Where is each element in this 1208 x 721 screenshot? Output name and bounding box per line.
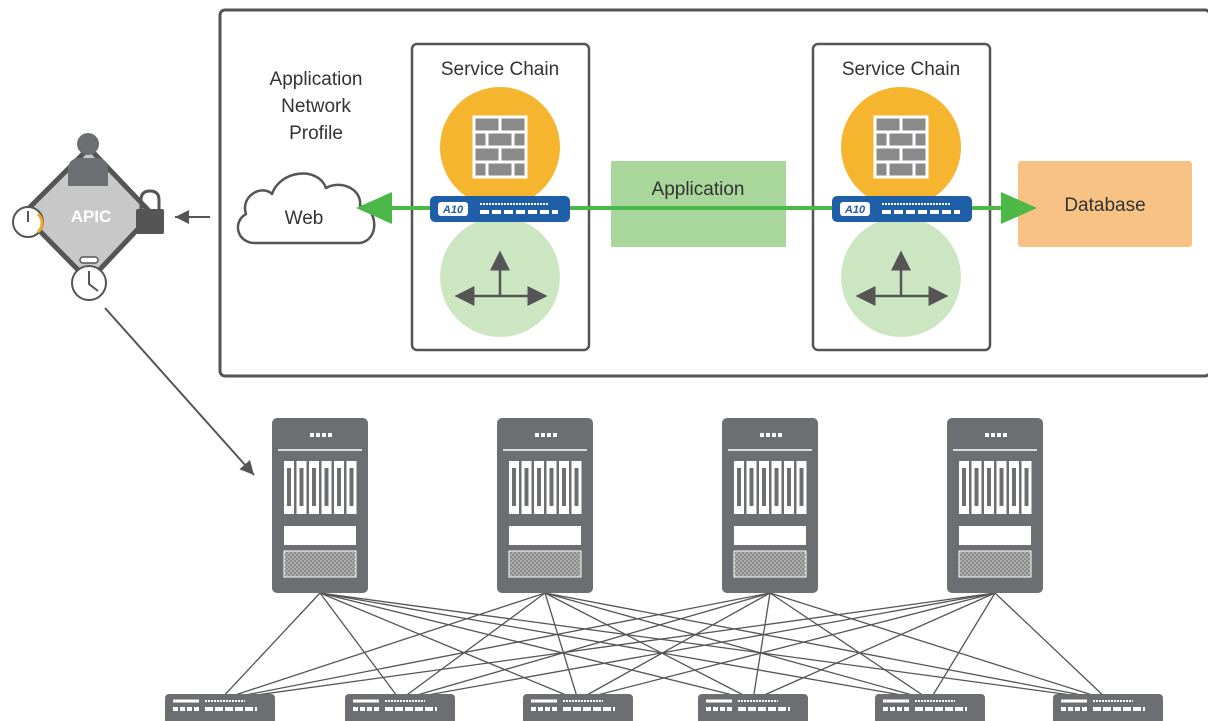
leaf-switch-icon [1053,694,1163,721]
fabric-links [219,592,1109,701]
spine-switch-icon [272,418,368,593]
firewall-icon [440,87,560,207]
application-label: Application [652,179,745,200]
a10-device: A10 [430,196,570,222]
clock-icon [71,256,107,301]
leaf-switch-icon [698,694,808,721]
apic-label: APIC [71,207,112,226]
a10-logo: A10 [442,204,464,216]
gauge-icon [12,206,44,238]
lock-icon [136,189,164,234]
leaf-switch-icon [345,694,455,721]
profile-label-line-2: Network [281,96,351,117]
load-balancer-icon [440,217,560,337]
database-label: Database [1064,195,1145,216]
web-label: Web [285,208,324,229]
spine-switch-icon [497,418,593,593]
firewall-icon [841,87,961,207]
arrow-to-fabric [104,307,255,476]
profile-label-line-1: Application [270,69,363,90]
user-icon [68,133,108,186]
leaf-switch-icon [875,694,985,721]
leaf-switch-icon [523,694,633,721]
spine-switch-icon [947,418,1043,593]
profile-label-line-3: Profile [289,123,343,144]
a10-logo: A10 [844,204,866,216]
application-frame [218,8,1208,378]
leaf-switch-icon [165,694,275,721]
a10-device: A10 [832,196,972,222]
service-chain-title-1: Service Chain [441,59,559,80]
application-box [611,161,786,247]
load-balancer-icon [841,217,961,337]
spine-switch-icon [722,418,818,593]
database-box [1018,161,1192,247]
service-chain-title-2: Service Chain [842,59,960,80]
